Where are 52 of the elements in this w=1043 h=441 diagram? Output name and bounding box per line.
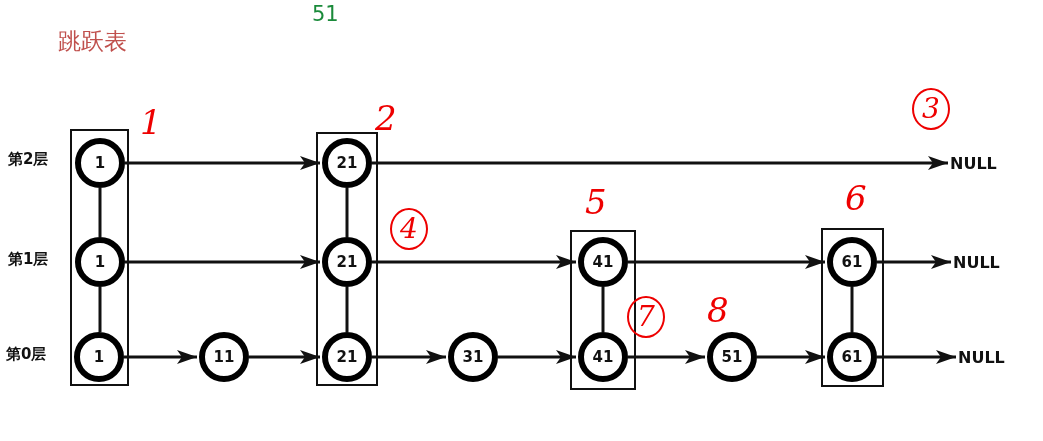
null-text: NULL (953, 251, 1005, 273)
arrow (125, 156, 320, 170)
arrow (628, 255, 825, 269)
title: 跳跃表 (58, 27, 127, 56)
handwritten-number: 5 (585, 182, 607, 222)
circle-node: 1 (75, 237, 125, 287)
column-box (570, 230, 636, 390)
circled-number: 4 (390, 208, 428, 250)
connector-line (98, 287, 102, 332)
circle-node: 21 (322, 332, 372, 382)
circle-node: 41 (578, 332, 628, 382)
circle-node: 21 (322, 138, 372, 188)
circle-node: 11 (199, 332, 249, 382)
arrow (124, 350, 197, 364)
column-box (821, 228, 884, 387)
connector-line (601, 287, 605, 332)
arrow (498, 350, 576, 364)
circle-node: 41 (578, 237, 628, 287)
connector-line (345, 188, 349, 237)
arrow (757, 350, 825, 364)
circled-number: 3 (912, 88, 950, 130)
circle-node: 1 (75, 138, 125, 188)
circle-node: 1 (74, 332, 124, 382)
arrow (372, 350, 446, 364)
arrow (628, 350, 705, 364)
column-box (316, 132, 378, 386)
arrow (877, 255, 951, 269)
handwritten-number: 8 (707, 290, 729, 330)
circle-node: 61 (827, 237, 877, 287)
circle-node: 31 (448, 332, 498, 382)
circle-node: 61 (827, 332, 877, 382)
null-text: NULL (950, 152, 1002, 174)
arrow (372, 255, 576, 269)
circled-number: 7 (627, 296, 665, 338)
handwritten-number: 1 (140, 102, 162, 142)
null-text: NULL (958, 346, 1010, 368)
circle-node: 21 (322, 237, 372, 287)
connector-line (850, 287, 854, 332)
arrow (372, 156, 948, 170)
layer-label: 第1层 (8, 250, 49, 269)
arrow (249, 350, 320, 364)
handwritten-number: 2 (375, 98, 397, 138)
layer-label: 第0层 (6, 345, 47, 364)
circle-node: 51 (707, 332, 757, 382)
arrow (877, 350, 956, 364)
connector-line (98, 188, 102, 237)
number-text: 51 (312, 2, 339, 26)
column-box (70, 129, 129, 386)
layer-label: 第2层 (8, 150, 49, 169)
handwritten-number: 6 (845, 178, 867, 218)
connector-line (345, 287, 349, 332)
arrow (125, 255, 320, 269)
